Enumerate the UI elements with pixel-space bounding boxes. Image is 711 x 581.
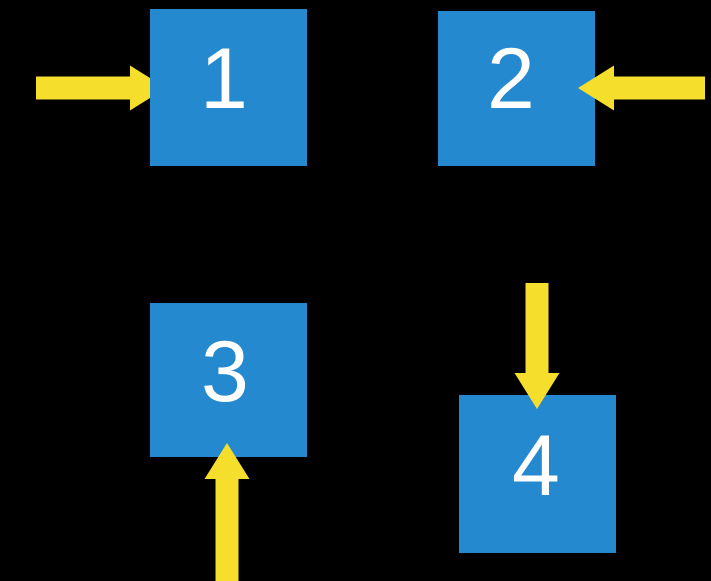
node-box-4[interactable] bbox=[459, 395, 616, 553]
node-box-2[interactable] bbox=[438, 11, 595, 166]
node-box-3[interactable] bbox=[150, 303, 307, 457]
arrow-into-box-1-shape bbox=[36, 65, 166, 111]
node-label-3: 3 bbox=[201, 324, 249, 420]
node-label-2: 2 bbox=[487, 31, 535, 127]
arrow-into-box-2-shape bbox=[578, 65, 705, 111]
node-label-4: 4 bbox=[512, 418, 560, 514]
arrow-into-box-3-shape bbox=[204, 443, 250, 581]
arrow-into-box-4-shape bbox=[514, 283, 560, 409]
node-box-1[interactable] bbox=[150, 9, 307, 166]
node-label-1: 1 bbox=[200, 31, 248, 127]
